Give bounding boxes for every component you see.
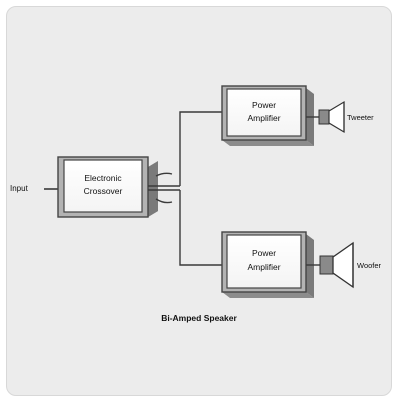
amp-top-label-line1: Power <box>252 100 276 110</box>
power-amplifier-bottom-box: Power Amplifier <box>221 231 314 298</box>
power-amplifier-top-box: Power Amplifier <box>221 85 314 146</box>
tweeter-label: Tweeter <box>347 113 374 122</box>
woofer-label: Woofer <box>357 261 382 270</box>
amp-bottom-label-line2: Amplifier <box>247 262 280 272</box>
crossover-label-line2: Crossover <box>84 186 123 196</box>
input-label: Input <box>10 184 29 193</box>
electronic-crossover-box: Electronic Crossover <box>57 156 158 218</box>
diagram-caption: Bi-Amped Speaker <box>161 313 237 323</box>
tweeter-speaker-icon <box>318 100 345 134</box>
amp-bottom-label-line1: Power <box>252 248 276 258</box>
crossover-label-line1: Electronic <box>84 173 122 183</box>
crossover-output-wires <box>148 111 222 266</box>
amp-top-label-line2: Amplifier <box>247 113 280 123</box>
woofer-speaker-icon <box>319 241 354 289</box>
